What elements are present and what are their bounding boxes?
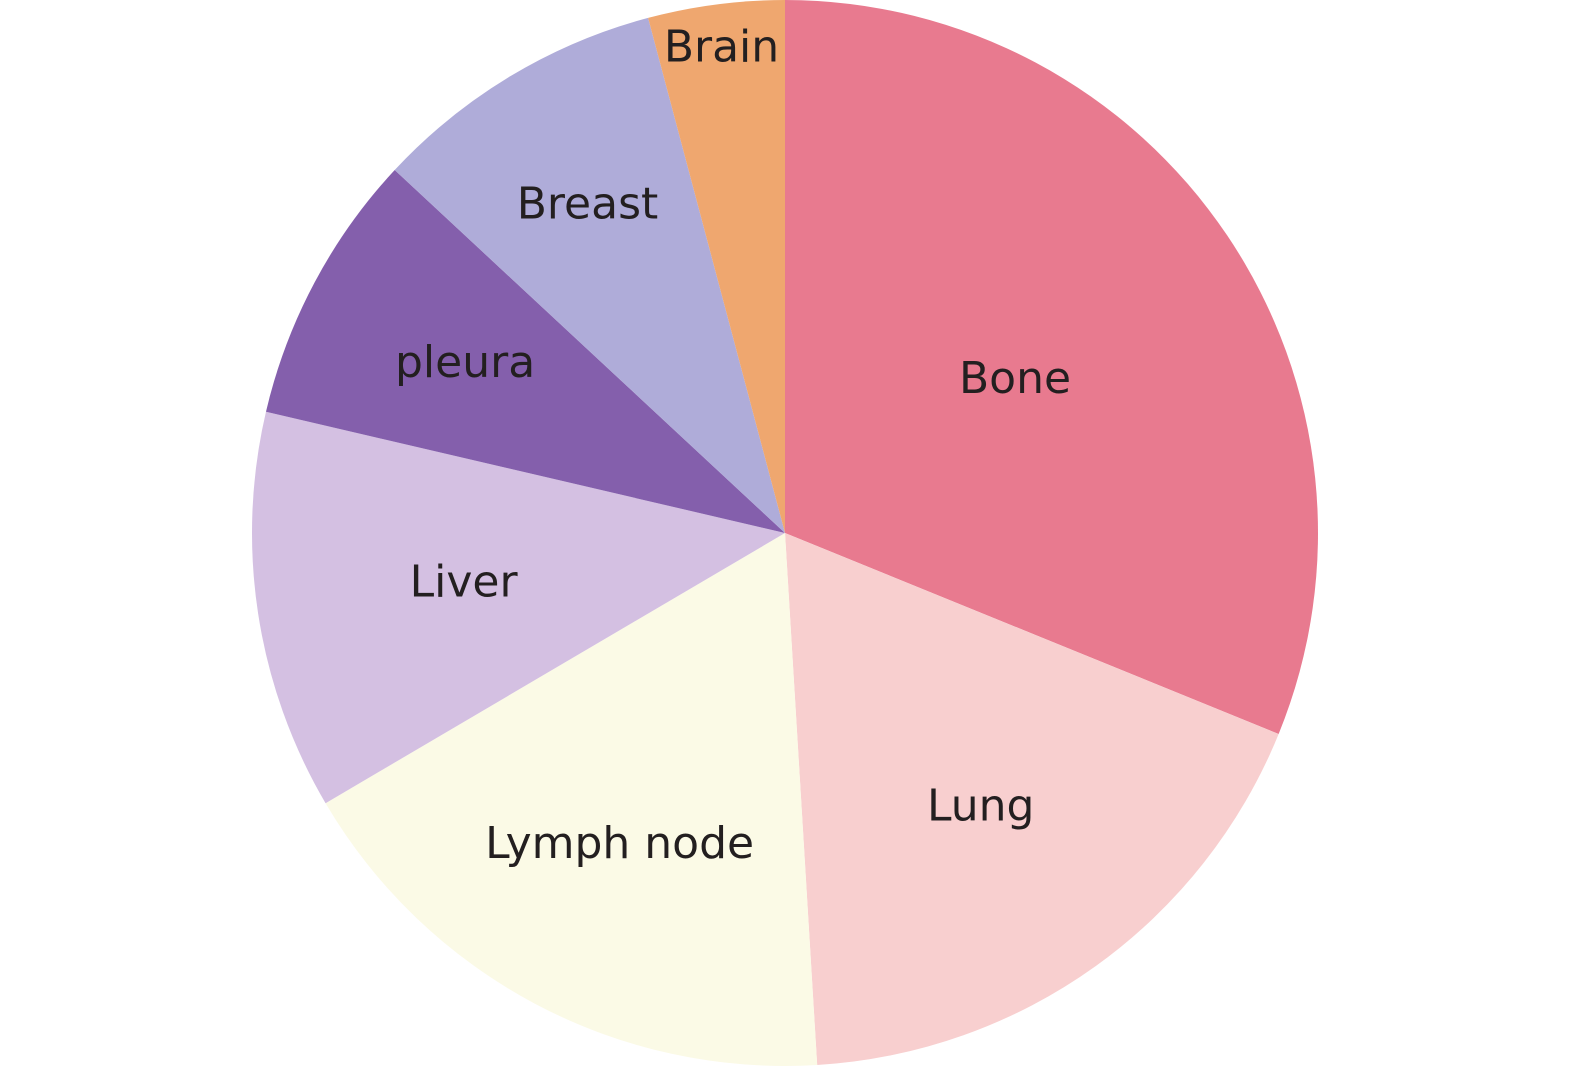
pie-slice-pleura <box>265 170 786 533</box>
slice-label-liver: Liver <box>410 556 519 607</box>
pie-slices <box>251 0 1318 1067</box>
slice-label-lymph-node: Lymph node <box>485 818 754 869</box>
pie-slice-liver <box>251 411 786 804</box>
pie-slice-lymph-node <box>325 533 818 1067</box>
slice-label-bone: Bone <box>959 353 1071 404</box>
pie-slice-brain <box>648 0 785 533</box>
slice-label-lung: Lung <box>927 780 1034 831</box>
slice-label-pleura: pleura <box>395 337 535 388</box>
slice-label-breast: Breast <box>517 179 659 230</box>
slice-label-brain: Brain <box>664 21 779 72</box>
pie-slice-lung <box>785 533 1279 1066</box>
pie-slice-bone <box>785 0 1318 734</box>
pie-slice-breast <box>394 17 785 533</box>
